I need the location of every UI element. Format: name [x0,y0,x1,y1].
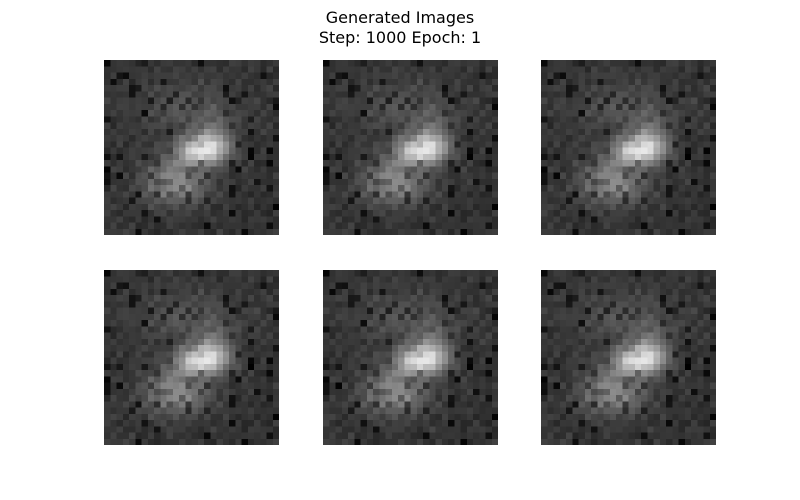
figure-title: Generated Images Step: 1000 Epoch: 1 [0,8,800,48]
generated-image-2 [323,60,498,235]
generated-image-6 [541,270,716,445]
generated-image-5 [323,270,498,445]
title-line-1: Generated Images [325,8,475,27]
generated-image-4 [104,270,279,445]
generated-image-3 [541,60,716,235]
generated-image-1 [104,60,279,235]
title-line-2: Step: 1000 Epoch: 1 [318,28,482,47]
